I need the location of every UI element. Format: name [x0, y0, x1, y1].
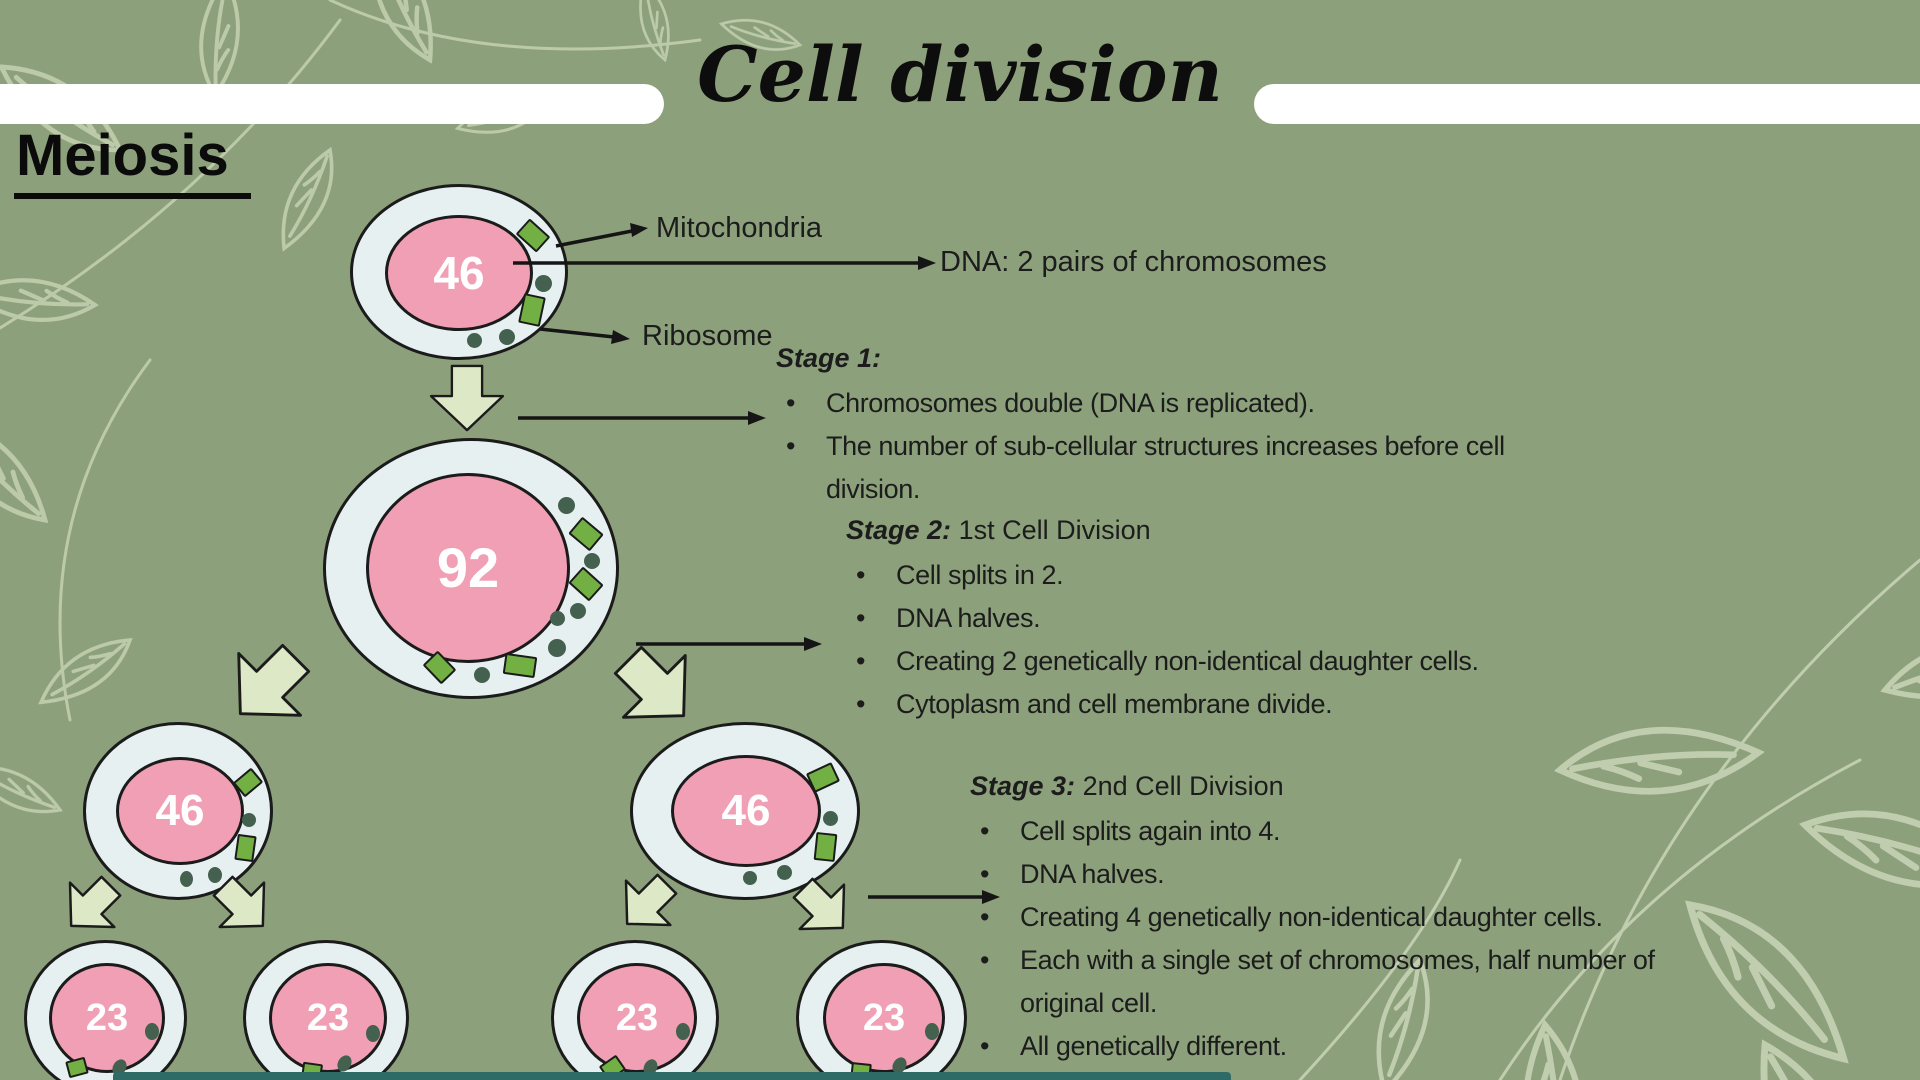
- stage-2-bullets: Cell splits in 2. DNA halves. Creating 2…: [846, 554, 1606, 726]
- bottom-accent-bar: [113, 1072, 1231, 1080]
- stage-bullet: DNA halves.: [970, 853, 1670, 896]
- chromosome-count: 46: [155, 786, 205, 835]
- final-cell-4: 23: [796, 940, 967, 1080]
- stage-bullet: Creating 2 genetically non-identical dau…: [846, 640, 1606, 683]
- chromosome-count: 92: [436, 536, 500, 599]
- page-title: Cell division: [697, 30, 1223, 119]
- parent-cell: 46: [350, 184, 568, 360]
- stage-bullet: Cell splits again into 4.: [970, 810, 1670, 853]
- stage-1-heading: Stage 1:: [776, 336, 1596, 380]
- final-cell-3: 23: [551, 940, 719, 1080]
- stage-bullet: Creating 4 genetically non-identical dau…: [970, 896, 1670, 939]
- stage-1-block: Stage 1: Chromosomes double (DNA is repl…: [776, 336, 1596, 511]
- ribosome-icon: [777, 865, 792, 880]
- arrow-down-left-icon: [46, 861, 135, 950]
- daughter-cell-1: 46: [83, 722, 273, 900]
- stage-subtitle: 1st Cell Division: [958, 515, 1151, 545]
- stage-bullet: DNA halves.: [846, 597, 1606, 640]
- ribosome-label: Ribosome: [642, 320, 773, 352]
- nucleus: 23: [577, 963, 697, 1073]
- arrow-down-right-icon: [594, 626, 718, 750]
- nucleus: 46: [671, 755, 821, 867]
- title-bar-left: [0, 84, 664, 124]
- chromosome-count: 23: [615, 997, 659, 1039]
- stage-bullet: Cell splits in 2.: [846, 554, 1606, 597]
- stage-bullet: All genetically different.: [970, 1025, 1670, 1068]
- stage-subtitle: 2nd Cell Division: [1082, 771, 1284, 801]
- mitochondrion-icon: [813, 831, 838, 863]
- stage-3-bullets: Cell splits again into 4. DNA halves. Cr…: [970, 810, 1670, 1068]
- stage-bullet: Cytoplasm and cell membrane divide.: [846, 683, 1606, 726]
- mitochondrion-icon: [518, 293, 546, 327]
- stage-1-bullets: Chromosomes double (DNA is replicated). …: [776, 382, 1596, 511]
- final-cell-1: 23: [24, 940, 187, 1080]
- ribosome-icon: [743, 871, 757, 885]
- mitochondrion-icon: [234, 833, 257, 863]
- dna-label: DNA: 2 pairs of chromosomes: [940, 246, 1327, 278]
- ribosome-icon: [584, 553, 600, 569]
- nucleus: 46: [116, 757, 244, 865]
- daughter-cell-2: 46: [630, 722, 860, 900]
- ribosome-icon: [925, 1023, 939, 1040]
- stage-2-heading: Stage 2: 1st Cell Division: [846, 508, 1606, 552]
- stage-3-block: Stage 3: 2nd Cell Division Cell splits a…: [970, 764, 1670, 1068]
- stage-name: Stage 3:: [970, 771, 1076, 801]
- stage-bullet: Each with a single set of chromosomes, h…: [970, 939, 1660, 1025]
- arrow-down-right-icon: [198, 861, 287, 950]
- chromosome-count: 23: [306, 997, 350, 1039]
- ribosome-icon: [676, 1023, 690, 1040]
- arrow-down-right-icon: [778, 863, 867, 952]
- section-heading: Meiosis: [14, 122, 251, 199]
- stage-name: Stage 1:: [776, 343, 882, 373]
- mitochondrion-icon: [568, 566, 604, 602]
- stage-2-block: Stage 2: 1st Cell Division Cell splits i…: [846, 508, 1606, 726]
- title-bar-right: [1254, 84, 1920, 124]
- ribosome-icon: [558, 497, 575, 514]
- ribosome-icon: [467, 333, 482, 348]
- ribosome-icon: [208, 867, 222, 883]
- ribosome-icon: [535, 275, 552, 292]
- mitochondrion-icon: [568, 516, 604, 552]
- mitochondria-label: Mitochondria: [656, 212, 823, 244]
- stage-3-heading: Stage 3: 2nd Cell Division: [970, 764, 1670, 808]
- nucleus: 23: [269, 963, 387, 1073]
- ribosome-icon: [550, 611, 565, 626]
- ribosome-icon: [570, 603, 586, 619]
- arrow-down-left-icon: [602, 859, 691, 948]
- nucleus: 92: [366, 473, 570, 663]
- ribosome-icon: [366, 1025, 380, 1042]
- arrow-down-left-icon: [206, 624, 330, 748]
- ribosome-icon: [548, 639, 566, 657]
- nucleus: 23: [823, 963, 945, 1073]
- arrow-down-icon: [428, 364, 506, 432]
- stage-bullet: The number of sub-cellular structures in…: [776, 425, 1596, 511]
- ribosome-icon: [145, 1023, 159, 1040]
- nucleus: 46: [385, 215, 533, 331]
- chromosome-count: 46: [433, 247, 485, 299]
- ribosome-icon: [499, 329, 515, 345]
- final-cell-2: 23: [243, 940, 409, 1080]
- ribosome-icon: [180, 871, 193, 887]
- stage-name: Stage 2:: [846, 515, 952, 545]
- ribosome-icon: [242, 813, 256, 827]
- replicated-cell: 92: [323, 438, 619, 699]
- ribosome-icon: [474, 667, 490, 683]
- ribosome-icon: [823, 811, 838, 826]
- nucleus: 23: [49, 963, 165, 1073]
- mitochondrion-icon: [65, 1056, 89, 1079]
- mitochondrion-icon: [502, 652, 538, 679]
- chromosome-count: 23: [85, 997, 129, 1039]
- stage-bullet: Chromosomes double (DNA is replicated).: [776, 382, 1596, 425]
- chromosome-count: 46: [721, 786, 771, 835]
- chromosome-count: 23: [862, 997, 906, 1039]
